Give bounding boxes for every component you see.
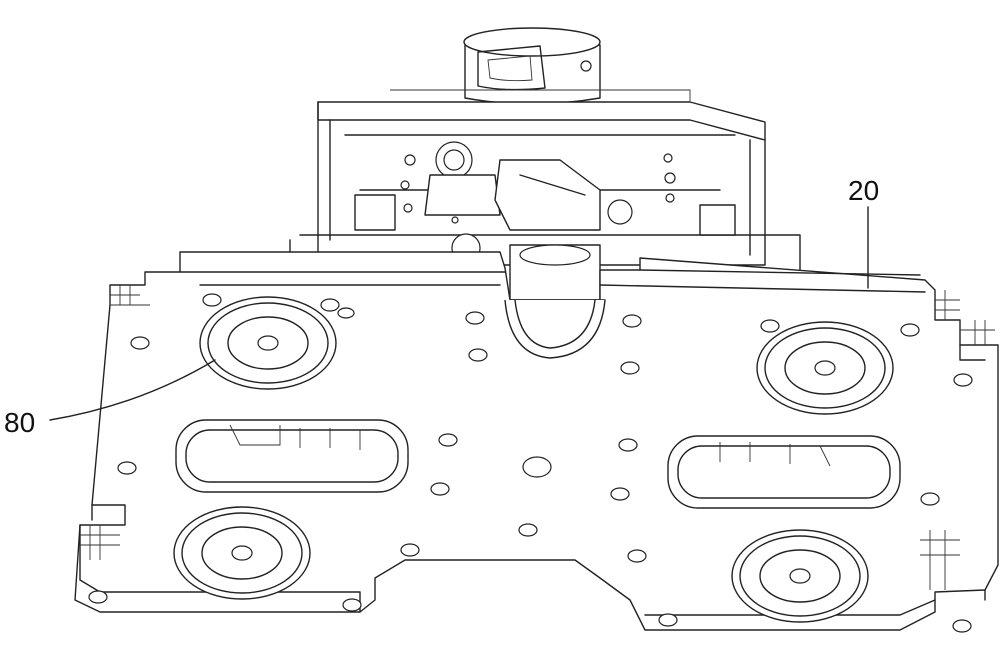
pad-bottom-left	[174, 507, 310, 599]
right-slot	[668, 436, 900, 508]
pad-top-right	[757, 322, 893, 414]
pad-top-left	[200, 297, 336, 389]
pad-bottom-right	[732, 530, 868, 622]
label-20: 20	[848, 175, 879, 206]
label-80: 80	[4, 407, 35, 438]
left-slot	[176, 420, 408, 492]
top-shaft	[464, 28, 600, 104]
